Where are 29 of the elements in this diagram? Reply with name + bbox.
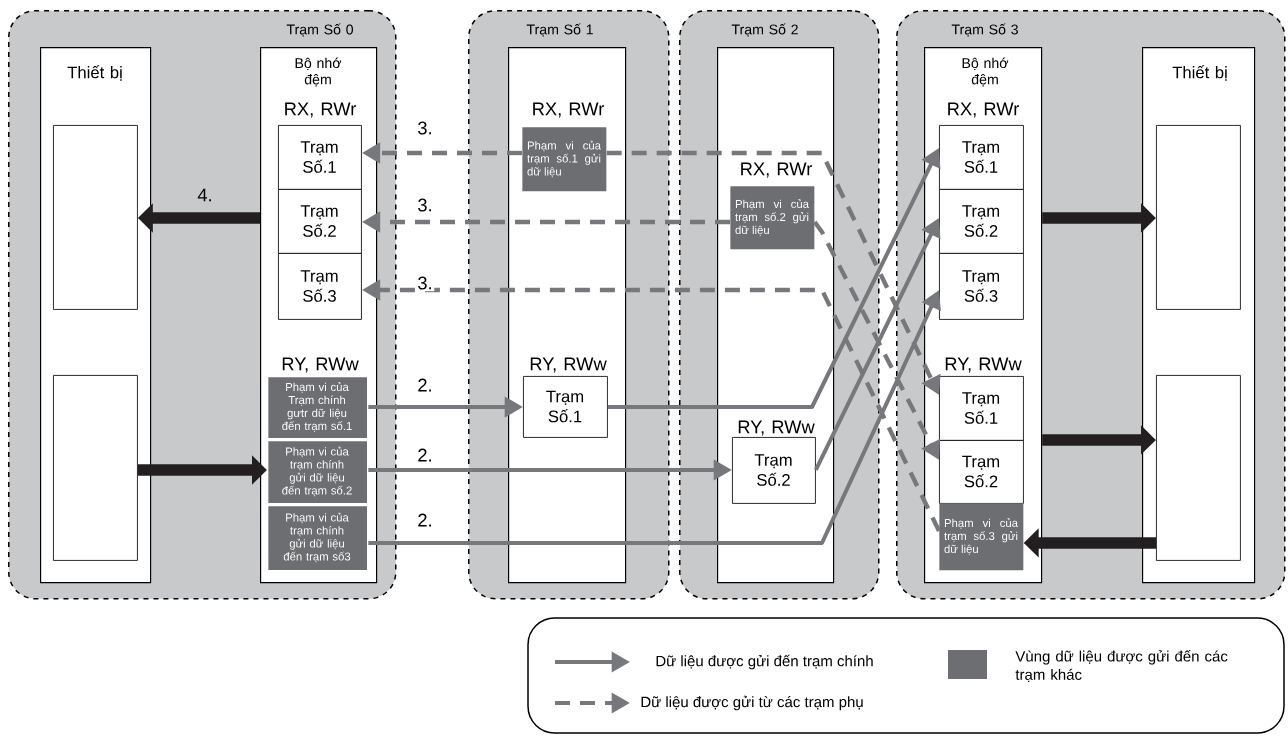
data-range-box: Phạm vi của trạm số.2 gửi dữ liệu (730, 186, 815, 250)
data-range-box: Phạm vi của trạm chính gửi dữ liệu đến trạm số3 (267, 505, 369, 572)
edge-label: 3. (415, 196, 435, 214)
station-box: Trạm Số.1 (939, 125, 1024, 190)
edge-label: 2. (415, 511, 435, 529)
device-box (53, 375, 138, 561)
edge-label: 3. (415, 119, 435, 137)
station-box: Trạm Số.2 (939, 440, 1024, 504)
edge-label: 2. (415, 446, 435, 464)
station-box: Trạm Số.1 (523, 376, 608, 438)
legend-text: Vùng dữ liệu được gửi đến các trạm khác (1015, 649, 1228, 683)
device-box (1156, 125, 1241, 310)
data-range-box: Phạm vi của trạm số.3 gửi dữ liệu (939, 503, 1024, 571)
data-range-box: Phạm vi của trạm số.1 gửi dữ liệu (522, 127, 607, 192)
station-box: Trạm Số.2 (278, 189, 362, 254)
device-box (1156, 375, 1241, 561)
legend-text: Dữ liệu được gửi đến trạm chính (656, 654, 873, 670)
data-range-box: Phạm vi của Trạm chính gưtr dữ liệu đến trạm số.1 (267, 376, 369, 440)
station-box: Trạm Số.3 (278, 253, 362, 320)
station-box: Trạm Số.1 (278, 125, 362, 190)
station-box: Trạm Số.2 (732, 437, 816, 504)
legend-text: Dữ liệu được gửi từ các trạm phụ (641, 695, 863, 711)
station-box: Trạm Số.1 (939, 376, 1024, 441)
station-box: Trạm Số.3 (939, 253, 1024, 320)
edge-label: 3. (415, 274, 435, 292)
data-range-box: Phạm vi của trạm chính gửi dữ liệu đến trạm số.2 (267, 440, 369, 505)
edge-label: 2. (415, 376, 435, 394)
station-box: Trạm Số.2 (939, 189, 1024, 254)
device-box (53, 125, 138, 310)
